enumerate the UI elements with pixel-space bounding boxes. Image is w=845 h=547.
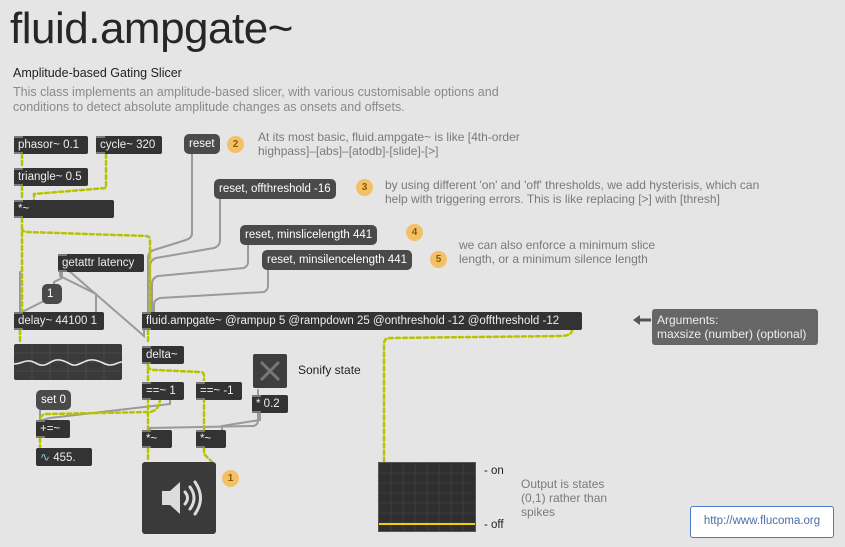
oscilloscope[interactable] bbox=[13, 344, 123, 380]
set-zero-message[interactable]: set 0 bbox=[36, 390, 71, 410]
cord-minslice bbox=[151, 244, 249, 313]
equals-one-object[interactable]: ==~ 1 bbox=[142, 382, 184, 400]
reset-minsilencelength-message[interactable]: reset, minsilencelength 441 bbox=[262, 250, 412, 270]
arguments-body: maxsize (number) (optional) bbox=[657, 327, 807, 341]
speaker-icon bbox=[162, 480, 202, 516]
delta-object[interactable]: delta~ bbox=[142, 346, 184, 364]
signal-wave-icon: ∿ bbox=[40, 450, 51, 464]
cord-reset bbox=[147, 153, 193, 313]
page-title: fluid.ampgate~ bbox=[10, 4, 293, 53]
fluid-ampgate-object[interactable]: fluid.ampgate~ @rampup 5 @rampdown 25 @o… bbox=[142, 312, 582, 330]
cord-getattr bbox=[53, 269, 63, 286]
cord-mult02-b bbox=[221, 411, 261, 431]
reset-message[interactable]: reset bbox=[184, 134, 220, 154]
sig-mult-ampgate bbox=[20, 226, 152, 314]
meter-on-label: - on bbox=[484, 465, 504, 477]
multiply-left-object[interactable]: *~ bbox=[142, 430, 172, 448]
arguments-box: Arguments: maxsize (number) (optional) bbox=[652, 309, 818, 345]
getattr-latency-object[interactable]: getattr latency bbox=[58, 254, 144, 272]
sonify-state-label: Sonify state bbox=[298, 363, 361, 377]
page-description: This class implements an amplitude-based… bbox=[13, 85, 499, 114]
one-message[interactable]: 1 bbox=[42, 284, 62, 304]
step-badge-4: 4 bbox=[406, 224, 423, 241]
step-badge-2: 2 bbox=[227, 136, 244, 153]
comment-step-5: we can also enforce a minimum slice leng… bbox=[459, 238, 656, 266]
equals-neg-one-object[interactable]: ==~ -1 bbox=[196, 382, 242, 400]
arrow-left-icon bbox=[633, 315, 651, 325]
oscilloscope-display bbox=[13, 344, 123, 380]
cord-eq1-plusequal bbox=[41, 395, 171, 421]
sig-multr-dac bbox=[202, 446, 214, 464]
triangle-object[interactable]: triangle~ 0.5 bbox=[14, 168, 88, 186]
meter-off-label: - off bbox=[484, 519, 504, 531]
step-badge-1: 1 bbox=[222, 470, 239, 487]
comment-step-2: At its most basic, fluid.ampgate~ is lik… bbox=[258, 130, 520, 158]
step-badge-5: 5 bbox=[430, 251, 447, 268]
reset-minslicelength-message[interactable]: reset, minslicelength 441 bbox=[240, 225, 378, 245]
multiply-right-object[interactable]: *~ bbox=[196, 430, 226, 448]
step-badge-3: 3 bbox=[356, 179, 373, 196]
cord-one bbox=[21, 301, 43, 313]
phasor-object[interactable]: phasor~ 0.1 bbox=[14, 136, 88, 154]
output-comment: Output is states (0,1) rather than spike… bbox=[521, 477, 608, 519]
multiply-signal-object[interactable]: *~ bbox=[14, 200, 114, 218]
multiply-02-object[interactable]: * 0.2 bbox=[252, 395, 288, 413]
toggle-x-icon bbox=[259, 360, 281, 382]
sig-eq1-plusequal bbox=[38, 396, 162, 422]
arguments-title: Arguments: bbox=[657, 313, 719, 327]
flucoma-link[interactable]: http://www.flucoma.org bbox=[690, 506, 834, 538]
cord-getattr-out bbox=[59, 269, 97, 313]
cord-minsilence bbox=[153, 269, 269, 313]
comment-step-3: by using different 'on' and 'off' thresh… bbox=[385, 178, 760, 206]
plus-equal-object[interactable]: +=~ bbox=[36, 420, 70, 438]
delay-object[interactable]: delay~ 44100 1 bbox=[14, 312, 104, 330]
signal-number-value: 455. bbox=[53, 452, 76, 464]
sonify-toggle[interactable] bbox=[253, 354, 287, 388]
sig-ampgate-meter bbox=[382, 328, 574, 464]
audio-output-dac[interactable] bbox=[142, 462, 216, 534]
state-scope-display bbox=[379, 463, 475, 531]
cycle-object[interactable]: cycle~ 320 bbox=[96, 136, 162, 154]
sig-cycle-mult bbox=[32, 152, 108, 202]
state-scope[interactable] bbox=[378, 462, 476, 532]
sig-delta-eqneg1 bbox=[146, 364, 206, 382]
signal-number-display[interactable]: ∿ 455. bbox=[36, 448, 92, 466]
reset-offthreshold-message[interactable]: reset, offthreshold -16 bbox=[214, 179, 336, 199]
page-subtitle: Amplitude-based Gating Slicer bbox=[13, 66, 182, 80]
